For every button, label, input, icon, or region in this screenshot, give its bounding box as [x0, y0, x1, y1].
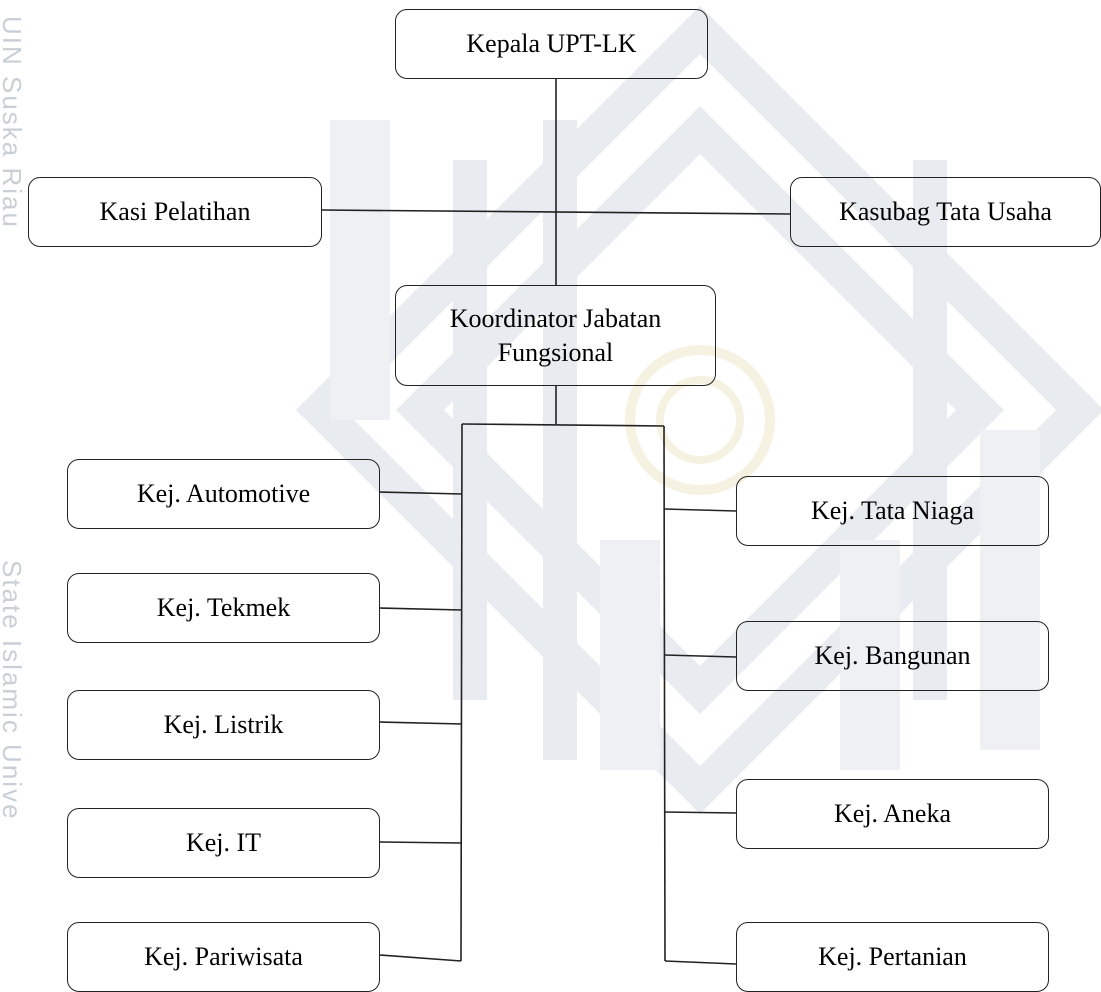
left-staff-label: Kasi Pelatihan	[99, 197, 251, 227]
side-watermark: UIN Suska Riau State Islamic Unive	[0, 0, 40, 989]
unit-box-pariwisata: Kej. Pariwisata	[67, 922, 380, 992]
unit-label: Kej. Listrik	[163, 710, 284, 740]
left-trunk-line	[460, 423, 463, 962]
unit-label: Kej. Bangunan	[814, 641, 971, 671]
connector-pariwisata	[379, 954, 462, 962]
unit-box-pertanian: Kej. Pertanian	[736, 922, 1049, 992]
connector-listrik	[379, 721, 463, 725]
unit-box-tekmek: Kej. Tekmek	[67, 573, 380, 643]
unit-label: Kej. Tata Niaga	[810, 496, 975, 526]
unit-box-automotive: Kej. Automotive	[67, 459, 380, 529]
unit-label: Kej. Tekmek	[156, 593, 291, 623]
head-box: Kepala UPT-LK	[395, 9, 708, 79]
right-trunk-line	[663, 425, 666, 962]
unit-label: Kej. Automotive	[136, 479, 311, 509]
connector-pertanian	[664, 960, 737, 965]
head-label: Kepala UPT-LK	[466, 29, 637, 59]
branch-top-line	[461, 423, 665, 427]
unit-box-bangunan: Kej. Bangunan	[736, 621, 1049, 691]
unit-box-aneka: Kej. Aneka	[736, 779, 1049, 849]
connector-tata-niaga	[663, 508, 737, 512]
unit-label: Kej. Aneka	[834, 799, 951, 829]
unit-label: Kej. Pertanian	[818, 942, 967, 972]
connector-it	[379, 841, 463, 844]
coordinator-label-line2: Fungsional	[497, 337, 614, 367]
unit-label: Kej. Pariwisata	[144, 942, 303, 972]
side-watermark-top: UIN Suska Riau	[0, 16, 27, 229]
coordinator-box: Koordinator Jabatan Fungsional	[395, 285, 716, 386]
side-watermark-bottom: State Islamic Unive	[0, 560, 27, 821]
right-staff-label: Kasubag Tata Usaha	[839, 197, 1052, 227]
unit-box-listrik: Kej. Listrik	[67, 690, 380, 760]
right-staff-box: Kasubag Tata Usaha	[790, 177, 1101, 247]
connector-automotive	[379, 491, 463, 495]
left-staff-box: Kasi Pelatihan	[28, 177, 322, 247]
unit-box-it: Kej. IT	[67, 808, 380, 878]
unit-label: Kej. IT	[185, 828, 262, 858]
staff-horizontal-line	[321, 209, 791, 215]
connector-aneka	[663, 811, 737, 814]
unit-box-tata-niaga: Kej. Tata Niaga	[736, 476, 1049, 546]
connector-bangunan	[663, 654, 737, 658]
connector-tekmek	[379, 607, 463, 611]
coordinator-label-line1: Koordinator Jabatan	[449, 303, 662, 333]
